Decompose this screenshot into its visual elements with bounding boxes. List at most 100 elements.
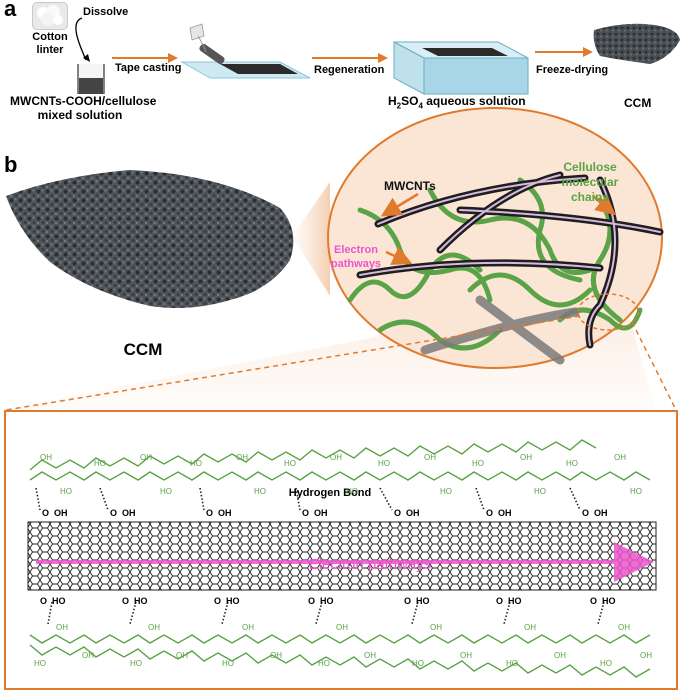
svg-text:HO: HO	[226, 596, 240, 606]
svg-text:HO: HO	[506, 659, 518, 668]
ccm-large-label: CCM	[124, 340, 163, 359]
svg-text:OH: OH	[54, 508, 68, 518]
electron-label-1: Electron	[334, 244, 378, 256]
h2so4-label: H2SO4 aqueous solution	[388, 94, 526, 111]
mwcnts-pointer-arrow	[380, 192, 419, 217]
svg-text:OH: OH	[242, 623, 254, 632]
zoom-ellipse	[327, 107, 663, 369]
arrow-freeze-drying	[535, 47, 593, 57]
svg-text:HO: HO	[378, 459, 390, 468]
svg-text:O: O	[42, 508, 49, 518]
svg-text:O: O	[496, 596, 503, 606]
mwcnts-label: MWCNTs	[384, 179, 436, 193]
svg-text:OH: OH	[618, 623, 630, 632]
svg-text:HO: HO	[134, 596, 148, 606]
svg-text:OH: OH	[56, 623, 68, 632]
top-cellulose-chain	[29, 439, 651, 481]
freeze-drying-label: Freeze-drying	[536, 64, 609, 76]
svg-text:O: O	[582, 508, 589, 518]
svg-text:HO: HO	[190, 459, 202, 468]
electron-label-2: pathways	[331, 258, 381, 270]
svg-text:OH: OH	[364, 651, 376, 660]
svg-text:OH: OH	[460, 651, 472, 660]
svg-text:HO: HO	[160, 487, 172, 496]
svg-text:HO: HO	[320, 596, 334, 606]
svg-text:OH: OH	[554, 651, 566, 660]
svg-text:HO: HO	[60, 487, 72, 496]
svg-text:O: O	[308, 596, 315, 606]
svg-text:HO: HO	[254, 487, 266, 496]
svg-text:HO: HO	[602, 596, 616, 606]
svg-text:OH: OH	[640, 651, 652, 660]
svg-text:HO: HO	[630, 487, 642, 496]
panel-b-letter: b	[4, 152, 18, 177]
electron-pointer-arrow	[385, 246, 413, 265]
svg-text:HO: HO	[472, 459, 484, 468]
arrow-regeneration	[312, 53, 388, 63]
zoom-detail-circle	[577, 293, 639, 331]
svg-text:OH: OH	[40, 453, 52, 462]
svg-text:OH: OH	[148, 623, 160, 632]
mixed-solution-label: MWCNTs-COOH/cellulose mixed solution	[10, 94, 157, 122]
svg-text:OH: OH	[524, 623, 536, 632]
svg-text:HO: HO	[34, 659, 46, 668]
svg-text:OH: OH	[430, 623, 442, 632]
svg-text:O: O	[486, 508, 493, 518]
svg-text:OH: OH	[406, 508, 420, 518]
bottom-cellulose-chain	[29, 634, 651, 678]
svg-text:HO: HO	[318, 659, 330, 668]
zoom-beam	[292, 182, 330, 296]
svg-text:O: O	[590, 596, 597, 606]
zoom-dashed-line-right	[631, 321, 677, 411]
mwcnt-tubes-grey	[420, 295, 580, 365]
svg-text:O: O	[214, 596, 221, 606]
hydrogen-bond-text: Hydrogen Bond	[289, 487, 372, 499]
svg-text:HO: HO	[346, 487, 358, 496]
svg-text:OH: OH	[82, 651, 94, 660]
regeneration-label: Regeneration	[314, 64, 385, 76]
ccm-small-label: CCM	[624, 96, 652, 110]
svg-text:HO: HO	[416, 596, 430, 606]
cotton-icon	[37, 5, 63, 26]
svg-text:OH: OH	[236, 453, 248, 462]
svg-text:HO: HO	[440, 487, 452, 496]
cellulose-chains	[347, 177, 643, 351]
svg-text:HO: HO	[566, 459, 578, 468]
svg-text:O: O	[40, 596, 47, 606]
svg-text:OH: OH	[330, 453, 342, 462]
svg-text:HO: HO	[130, 659, 142, 668]
cellulose-label-2: molecular	[562, 175, 619, 189]
svg-text:OH: OH	[424, 453, 436, 462]
svg-text:HO: HO	[52, 596, 66, 606]
arrow-tape-casting	[112, 53, 178, 63]
mixed-solution-fill	[79, 78, 103, 94]
tape-casting-label: Tape casting	[115, 62, 182, 74]
cellulose-oh-labels: OH HO OH HO OH HO OH HO OH HO OH HO OH H…	[34, 453, 652, 668]
svg-text:OH: OH	[314, 508, 328, 518]
svg-text:OH: OH	[336, 623, 348, 632]
acid-bath-illustration	[393, 41, 529, 95]
svg-text:OH: OH	[270, 651, 282, 660]
dissolve-label: Dissolve	[83, 6, 129, 18]
electron-pathways-text: Electron pathways	[309, 556, 432, 573]
svg-text:OH: OH	[140, 453, 152, 462]
ccm-small-membrane	[593, 23, 680, 64]
cellulose-pointer-arrow	[592, 194, 616, 216]
svg-text:OH: OH	[498, 508, 512, 518]
molecular-structure-panel	[4, 410, 678, 690]
svg-text:O: O	[302, 508, 309, 518]
cnt-lattice	[27, 521, 657, 591]
cellulose-label-1: Cellulose	[563, 160, 617, 174]
svg-text:O: O	[206, 508, 213, 518]
zoom-dashed-line-left	[5, 315, 581, 411]
svg-text:HO: HO	[94, 459, 106, 468]
dissolve-curved-arrow	[75, 17, 87, 61]
svg-text:HO: HO	[508, 596, 522, 606]
svg-text:OH: OH	[614, 453, 626, 462]
panel-a-letter: a	[4, 0, 17, 21]
svg-text:OH: OH	[520, 453, 532, 462]
cellulose-label-3: chains	[571, 190, 609, 204]
beaker-illustration	[75, 17, 105, 94]
